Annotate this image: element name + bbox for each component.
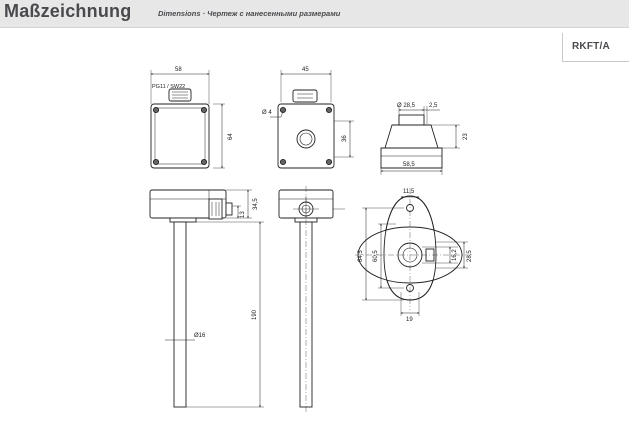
gland-diameter-label: Ø 28,5: [397, 103, 416, 109]
mount-hole-label: Ø 4: [262, 110, 272, 116]
flange-bottom-label: 19: [406, 317, 413, 323]
probe-diameter-label: Ø16: [194, 333, 206, 339]
model-code: RKFT/A: [572, 41, 610, 52]
housing-step-label: 13: [240, 211, 246, 218]
front-view: [150, 70, 225, 169]
probe-side-view: [278, 186, 345, 412]
model-badge: RKFT/A: [562, 33, 629, 62]
front-width-label: 58: [175, 67, 182, 73]
flange-view: [355, 188, 470, 316]
housing-depth-label: 34,5: [253, 198, 259, 210]
probe-front-view: [149, 189, 264, 408]
header-bar: Maßzeichnung Dimensions · Чертеж с нанес…: [0, 0, 629, 28]
side-height-label: 36: [342, 135, 348, 142]
flange-hole-a-label: 16,2: [452, 249, 458, 261]
gland-height-label: 23: [463, 133, 469, 140]
page-subtitle: Dimensions · Чертеж с нанесенными размер…: [158, 9, 341, 18]
page-title: Maßzeichnung: [4, 1, 132, 21]
flange-height-label: 84,5: [358, 250, 364, 262]
side-view: [270, 70, 354, 169]
probe-length-label: 190: [252, 309, 258, 320]
gland-offset-label: 2,5: [429, 103, 438, 109]
gland-detail-view: [380, 106, 460, 175]
flange-inner-label: 60,5: [373, 250, 379, 262]
gland-base-width-label: 58,5: [403, 162, 415, 168]
flange-hole-b-label: 28,5: [467, 250, 473, 262]
side-width-label: 45: [302, 67, 309, 73]
flange-top-label: 11,5: [403, 189, 415, 195]
cable-gland-label: PG11 / SW22: [152, 84, 185, 90]
front-height-label: 64: [228, 133, 234, 140]
